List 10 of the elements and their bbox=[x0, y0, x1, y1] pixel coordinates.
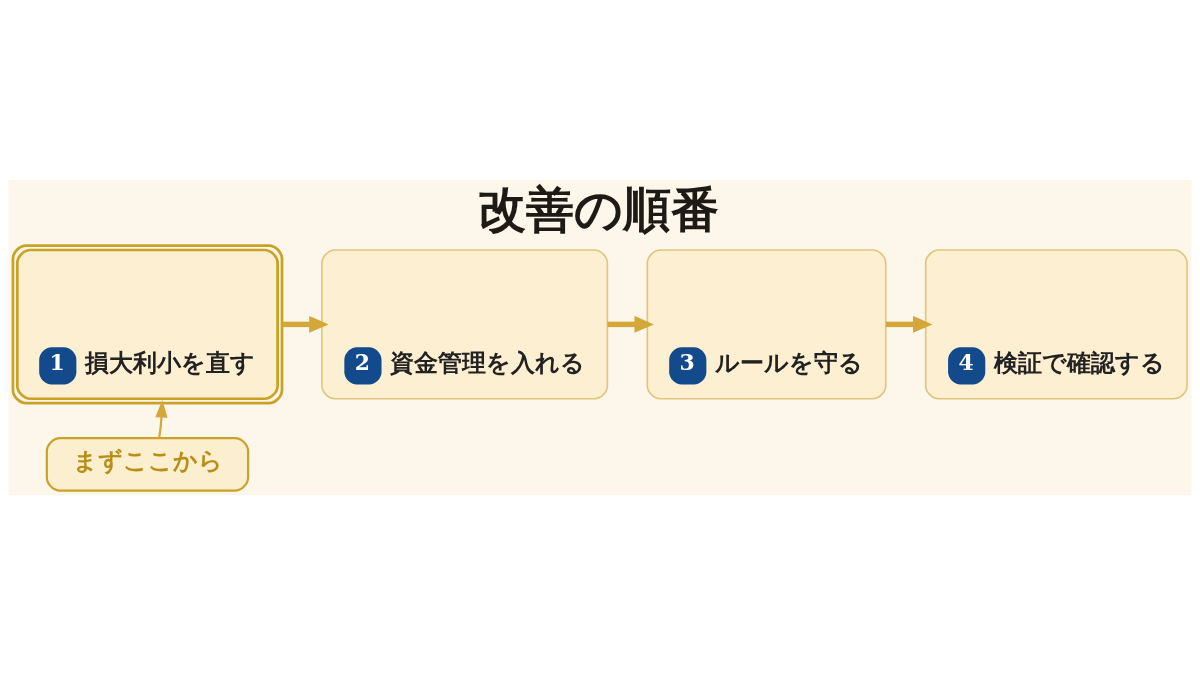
node-box: 3 ルールを守る bbox=[646, 249, 887, 400]
arrow bbox=[282, 315, 329, 333]
node-box: 1 損大利小を直す bbox=[11, 244, 284, 405]
diagram-title: 改善の順番 bbox=[478, 181, 720, 238]
arrow bbox=[607, 315, 654, 333]
arrow bbox=[155, 399, 168, 439]
node-box: 4 検証で確認する bbox=[924, 249, 1188, 400]
node-box: まずここから bbox=[45, 437, 250, 492]
arrow bbox=[885, 315, 933, 333]
node-box: 2 資金管理を入れる bbox=[321, 249, 609, 400]
